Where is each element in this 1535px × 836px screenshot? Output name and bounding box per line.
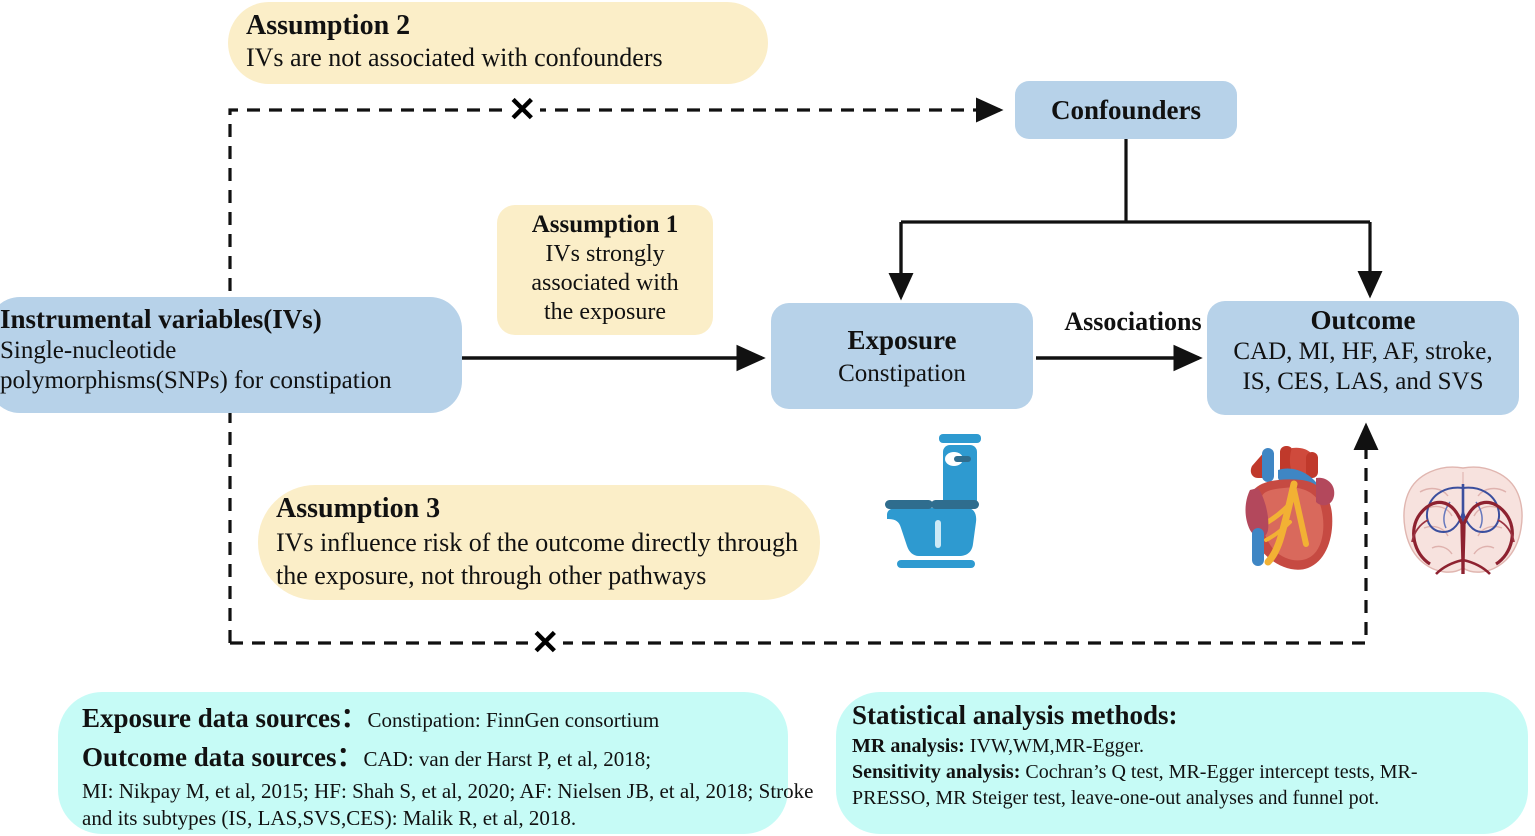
statistics-heading: Statistical analysis methods: xyxy=(852,700,1178,730)
ivs-line-2: polymorphisms(SNPs) for constipation xyxy=(0,367,392,394)
outcome-title: Outcome xyxy=(1310,305,1416,335)
assumption-3-line-1: IVs influence risk of the outcome direct… xyxy=(276,528,799,557)
sensitivity-analysis-row: Sensitivity analysis: Cochran’s Q test, … xyxy=(852,759,1528,785)
exposure-sources-heading: Exposure data sources： xyxy=(82,703,368,733)
cross-mark-assumption-3: ✕ xyxy=(528,626,563,660)
assumption-2-box: Assumption 2 IVs are not associated with… xyxy=(228,2,768,84)
assumption-1-box: Assumption 1 IVs strongly associated wit… xyxy=(497,205,713,335)
exposure-title: Exposure xyxy=(847,324,957,355)
assumption-3-title: Assumption 3 xyxy=(276,493,441,524)
mr-analysis-value: IVW,WM,MR-Egger. xyxy=(964,735,1145,757)
data-sources-box: Exposure data sources：Constipation: Finn… xyxy=(58,692,814,834)
outcome-sources-value: CAD: van der Harst P, et al, 2018; xyxy=(363,747,652,771)
confounders-node: Confounders xyxy=(1015,81,1237,139)
brain-vasculature-illustration xyxy=(1403,466,1523,575)
outcome-sources-row: Outcome data sources：CAD: van der Harst … xyxy=(82,739,788,778)
exposure-node: Exposure Constipation xyxy=(771,303,1033,409)
mr-analysis-row: MR analysis: IVW,WM,MR-Egger. xyxy=(852,733,1528,759)
confounders-title: Confounders xyxy=(1050,94,1202,125)
outcome-node: Outcome CAD, MI, HF, AF, stroke, IS, CES… xyxy=(1207,301,1519,415)
associations-label: Associations xyxy=(1064,307,1202,336)
assumption-2-title: Assumption 2 xyxy=(246,10,411,41)
sources-detail-line-1: MI: Nikpay M, et al, 2015; HF: Shah S, e… xyxy=(82,779,814,803)
outcome-line-2: IS, CES, LAS, and SVS xyxy=(1242,368,1484,395)
toilet-icon xyxy=(885,434,981,568)
ivs-line-1: Single-nucleotide xyxy=(0,337,177,364)
cross-mark-assumption-2: ✕ xyxy=(505,93,540,127)
ivs-title: Instrumental variables(IVs) xyxy=(0,304,322,334)
confounders-fork xyxy=(899,139,1370,294)
instrumental-variables-node: Instrumental variables(IVs) Single-nucle… xyxy=(0,297,462,413)
assumption-2-text: IVs are not associated with confounders xyxy=(246,43,663,72)
exposure-sources-row: Exposure data sources：Constipation: Finn… xyxy=(82,700,788,739)
sensitivity-analysis-label: Sensitivity analysis: xyxy=(852,761,1021,783)
assumption-1-line-2: associated with xyxy=(531,270,679,296)
statistical-methods-box: Statistical analysis methods: MR analysi… xyxy=(836,692,1528,834)
outcome-sources-heading: Outcome data sources： xyxy=(82,742,364,772)
exposure-subtitle: Constipation xyxy=(838,359,966,387)
mr-analysis-label: MR analysis: xyxy=(852,735,965,757)
outcome-line-1: CAD, MI, HF, AF, stroke, xyxy=(1233,338,1493,365)
sensitivity-analysis-line-2: PRESSO, MR Steiger test, leave-one-out a… xyxy=(852,787,1380,809)
assumption-3-line-2: the exposure, not through other pathways xyxy=(276,561,707,590)
anatomical-heart-illustration xyxy=(1245,446,1335,570)
assumption-3-box: Assumption 3 IVs influence risk of the o… xyxy=(258,485,820,600)
sensitivity-analysis-value: Cochran’s Q test, MR-Egger intercept tes… xyxy=(1020,761,1418,783)
assumption-1-line-3: the exposure xyxy=(544,299,666,325)
assumption-1-line-1: IVs strongly xyxy=(545,241,665,267)
sources-detail-line-2: and its subtypes (IS, LAS,SVS,CES): Mali… xyxy=(82,806,577,830)
assumption-1-title: Assumption 1 xyxy=(531,211,679,238)
exposure-sources-value: Constipation: FinnGen consortium xyxy=(367,708,660,732)
